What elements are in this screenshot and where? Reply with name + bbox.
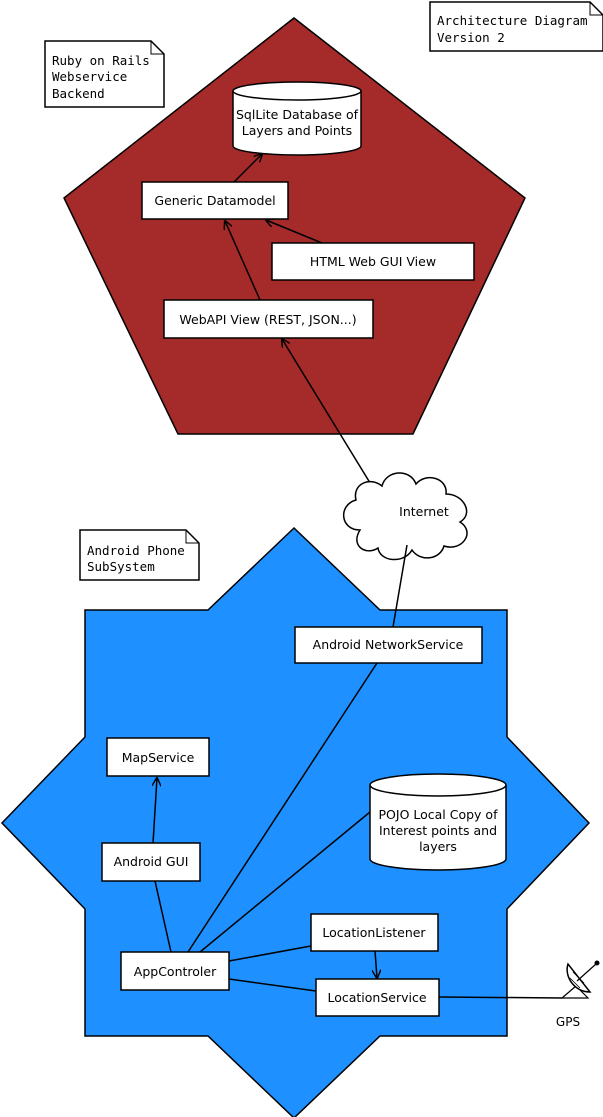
local-copy-line3: layers <box>419 839 457 854</box>
locationservice-label: LocationService <box>327 990 426 1005</box>
locationlistener-to-locationservice-arrow <box>375 950 377 978</box>
gps-label: GPS <box>556 1015 580 1029</box>
android-gui-box: Android GUI <box>101 842 201 882</box>
networkservice-to-internet-line <box>392 544 408 628</box>
android-networkservice-box: Android NetworkService <box>294 626 483 664</box>
backend-note-line1: Ruby on Rails <box>52 53 150 68</box>
pojo-local-copy-database: POJO Local Copy of Interest points and l… <box>369 773 507 871</box>
androidgui-to-mapservice-arrow <box>153 778 157 844</box>
locationservice-to-gps-line <box>438 996 563 999</box>
android-networkservice-label: Android NetworkService <box>313 637 464 652</box>
datamodel-to-database-arrow <box>233 154 262 183</box>
generic-datamodel-box: Generic Datamodel <box>141 181 289 220</box>
sqlite-database: SqlLite Database of Layers and Points <box>232 81 362 156</box>
appcontroller-to-androidgui-line <box>154 880 172 953</box>
html-web-gui-label: HTML Web GUI View <box>310 254 436 269</box>
database-line2: Layers and Points <box>242 123 352 138</box>
android-note-line2: SubSystem <box>87 559 155 574</box>
android-note-line1: Android Phone <box>87 543 185 558</box>
mapservice-label: MapService <box>122 750 195 765</box>
local-copy-line2: Interest points and <box>379 823 497 838</box>
appcontroller-to-locationlistener-line <box>228 945 312 962</box>
mapservice-box: MapService <box>106 737 210 777</box>
locationlistener-box: LocationListener <box>310 913 439 952</box>
architecture-note-line2: Version 2 <box>437 30 505 45</box>
database-line1: SqlLite Database of <box>236 107 359 122</box>
android-note: Android Phone SubSystem <box>79 529 200 581</box>
backend-note: Ruby on Rails Webservice Backend <box>44 40 165 108</box>
webapi-view-box: WebAPI View (REST, JSON...) <box>163 299 374 339</box>
webapi-to-datamodel-arrow <box>225 221 261 301</box>
htmlgui-to-datamodel-arrow <box>266 220 323 244</box>
appcontroller-to-networkservice-line <box>187 662 378 953</box>
appcontroller-to-localcopy-line <box>199 811 371 953</box>
satellite-dish-icon <box>560 960 600 999</box>
locationlistener-label: LocationListener <box>322 925 426 940</box>
appcontroller-box: AppControler <box>120 951 230 991</box>
internet-cloud: Internet <box>343 472 468 561</box>
internet-label: Internet <box>399 504 449 519</box>
android-gui-label: Android GUI <box>114 854 189 869</box>
webapi-view-label: WebAPI View (REST, JSON...) <box>179 312 356 327</box>
html-web-gui-box: HTML Web GUI View <box>271 242 475 281</box>
architecture-note-line1: Architecture Diagram <box>437 13 588 28</box>
backend-note-line2: Webservice <box>52 69 127 84</box>
appcontroller-to-locationservice-line <box>228 978 317 992</box>
appcontroller-label: AppControler <box>134 964 217 979</box>
backend-note-line3: Backend <box>52 86 105 101</box>
architecture-note: Architecture Diagram Version 2 <box>429 1 603 52</box>
local-copy-line1: POJO Local Copy of <box>379 807 499 822</box>
locationservice-box: LocationService <box>315 978 440 1017</box>
generic-datamodel-label: Generic Datamodel <box>154 193 275 208</box>
